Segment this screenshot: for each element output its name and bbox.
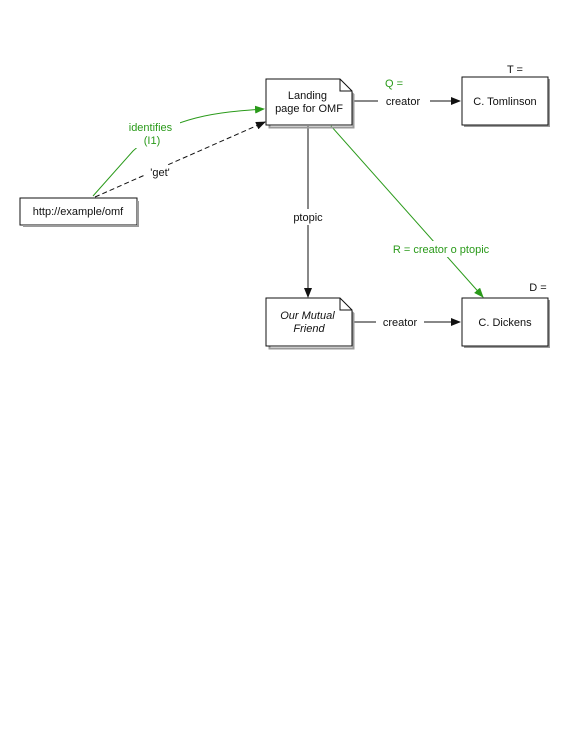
edge-label-identifies: identifies (I1) [129,122,175,147]
edge-label-creator-bottom: creator [383,317,418,329]
edge-get [94,121,266,198]
node-url-label: http://example/omf [33,206,124,218]
node-dickens-label: C. Dickens [478,317,532,329]
edge-composite [330,125,484,298]
node-our-mutual-friend-label: Our Mutual Friend [280,310,337,335]
node-tomlinson-label: C. Tomlinson [473,96,536,108]
node-our-mutual-friend[interactable]: Our Mutual Friend [265,297,355,350]
node-tomlinson[interactable]: C. Tomlinson [461,76,550,127]
edge-label-creator-top: creator [386,96,421,108]
node-dickens[interactable]: C. Dickens [461,297,550,348]
edge-label-get: 'get' [150,167,170,179]
edge-label-ptopic: ptopic [293,212,323,224]
node-tomlinson-tag: T = [507,64,523,76]
edge-label-composite: R = creator o ptopic [393,244,490,256]
node-url[interactable]: http://example/omf [19,197,139,227]
node-dickens-tag: D = [529,282,546,294]
node-landing-page[interactable]: Landing page for OMF [265,78,355,129]
node-landing-page-label: Landing page for OMF [275,90,343,115]
edge-tag-q: Q = [385,78,403,90]
